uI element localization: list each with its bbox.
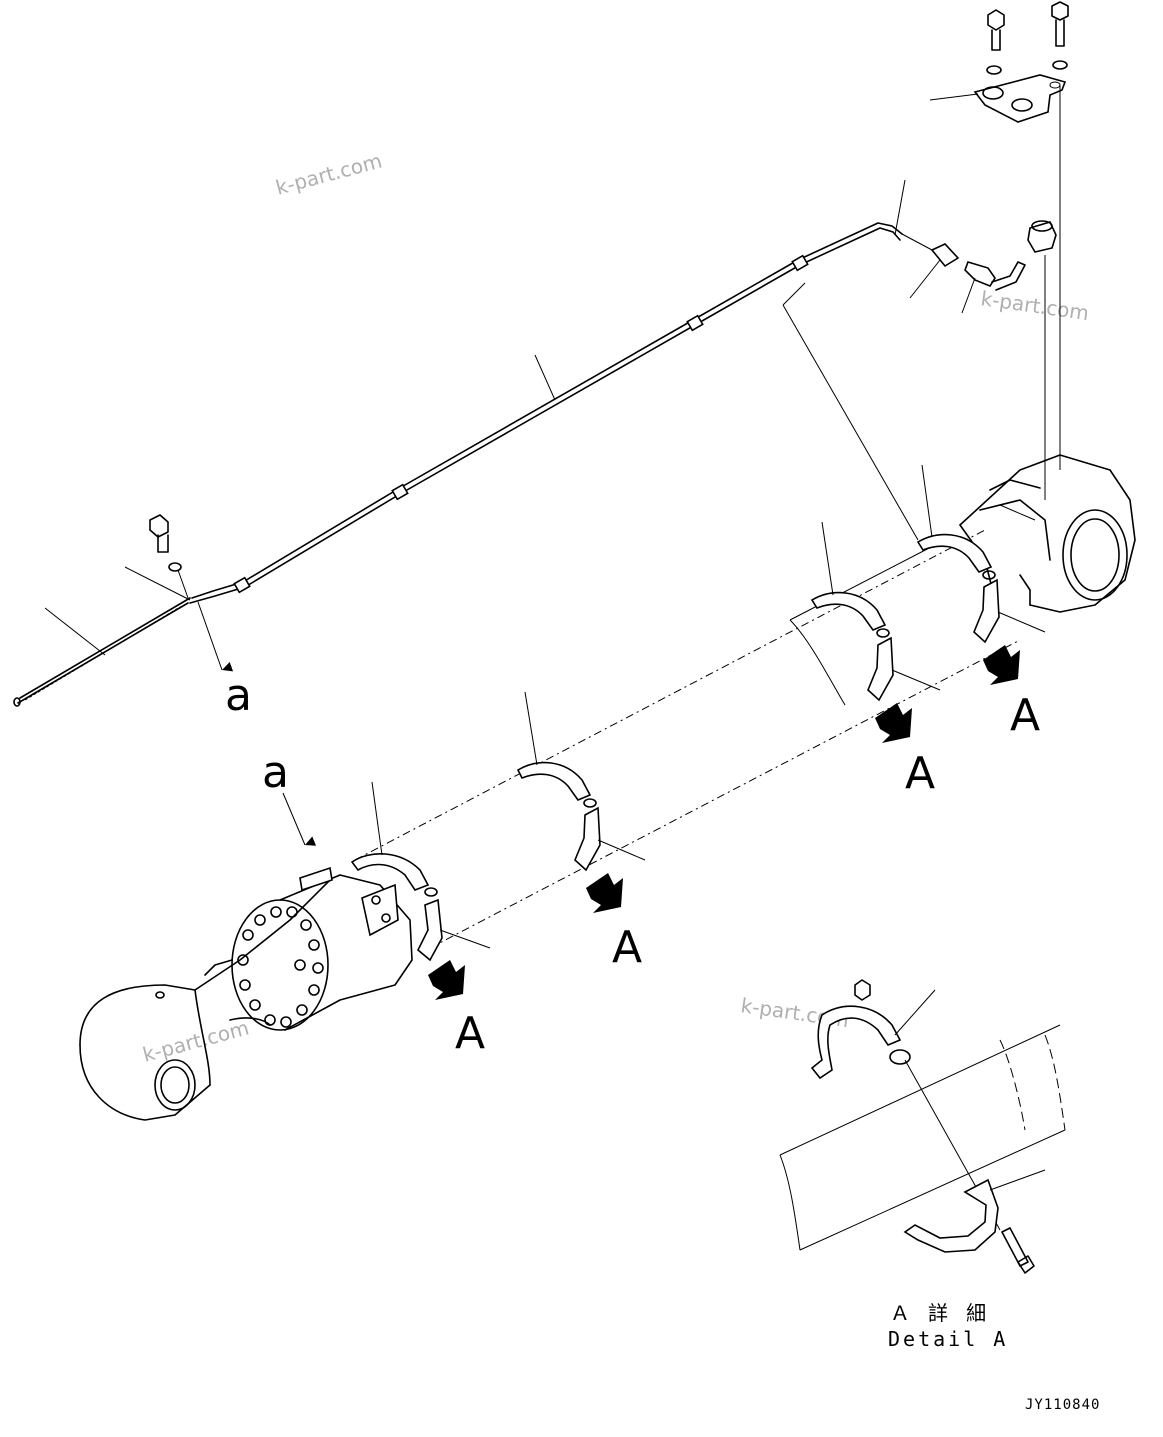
detail-a-view — [779, 979, 1066, 1274]
clamp-band-2 — [516, 691, 646, 872]
grease-pipe — [13, 222, 903, 707]
label-view-A-3: A — [612, 922, 642, 973]
label-view-A-2: A — [905, 748, 935, 799]
flange-bolts — [237, 906, 324, 1028]
clamp-band-1 — [350, 781, 491, 962]
label-a-ref-2: a — [262, 747, 289, 798]
drawing-code: JY110840 — [1025, 1397, 1100, 1413]
clamp-band-3 — [810, 521, 941, 702]
detail-a-title-en: Detail A — [888, 1327, 1008, 1351]
watermark-2: k-part.com — [979, 286, 1090, 325]
pipe-fittings — [901, 233, 1026, 291]
elbow-fitting — [1027, 220, 1057, 500]
bracket-assembly — [929, 1, 1069, 470]
cylinder-rod-end — [79, 866, 413, 1121]
watermark-3: k-part.com — [140, 1015, 251, 1066]
view-arrows — [428, 645, 1020, 1000]
label-a-ref-1: a — [225, 670, 252, 721]
label-view-A-1: A — [1010, 690, 1040, 741]
label-view-A-4: A — [455, 1008, 485, 1059]
clamp-band-4 — [782, 282, 1046, 644]
cylinder-tube — [354, 529, 1021, 949]
detail-a-title-jp: Ａ 詳 細 — [890, 1301, 989, 1325]
watermark-1: k-part.com — [273, 148, 384, 199]
leader-lines — [44, 179, 976, 846]
labels: a a A A A A Ａ 詳 細 Detail A JY110840 — [225, 670, 1100, 1413]
